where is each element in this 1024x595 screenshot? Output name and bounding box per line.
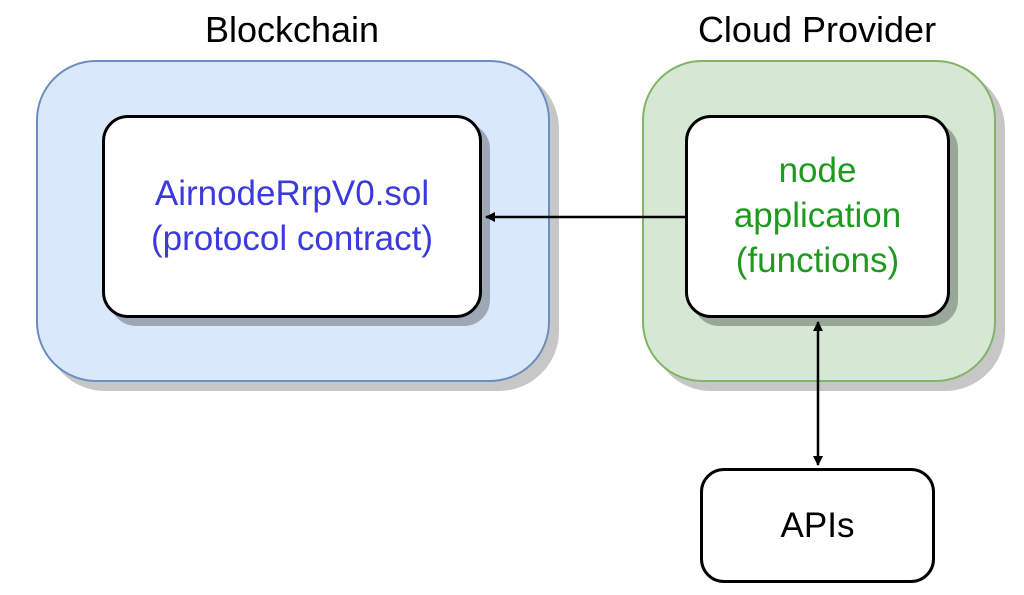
node-app-label-line1: node — [778, 151, 857, 191]
node-app-label-line2: application — [733, 196, 902, 236]
contract-name-label: AirnodeRrpV0.sol — [154, 173, 430, 213]
apis-label: APIs — [780, 505, 855, 545]
node-app-label-line3: (functions) — [735, 240, 900, 280]
contract-description-label: (protocol contract) — [150, 218, 434, 258]
apis-node: APIs — [700, 468, 935, 583]
node-application-node: node application (functions) — [685, 115, 950, 318]
cloud-provider-group-title: Cloud Provider — [697, 9, 937, 50]
blockchain-group-title: Blockchain — [204, 9, 380, 50]
protocol-contract-node: AirnodeRrpV0.sol (protocol contract) — [102, 115, 482, 318]
